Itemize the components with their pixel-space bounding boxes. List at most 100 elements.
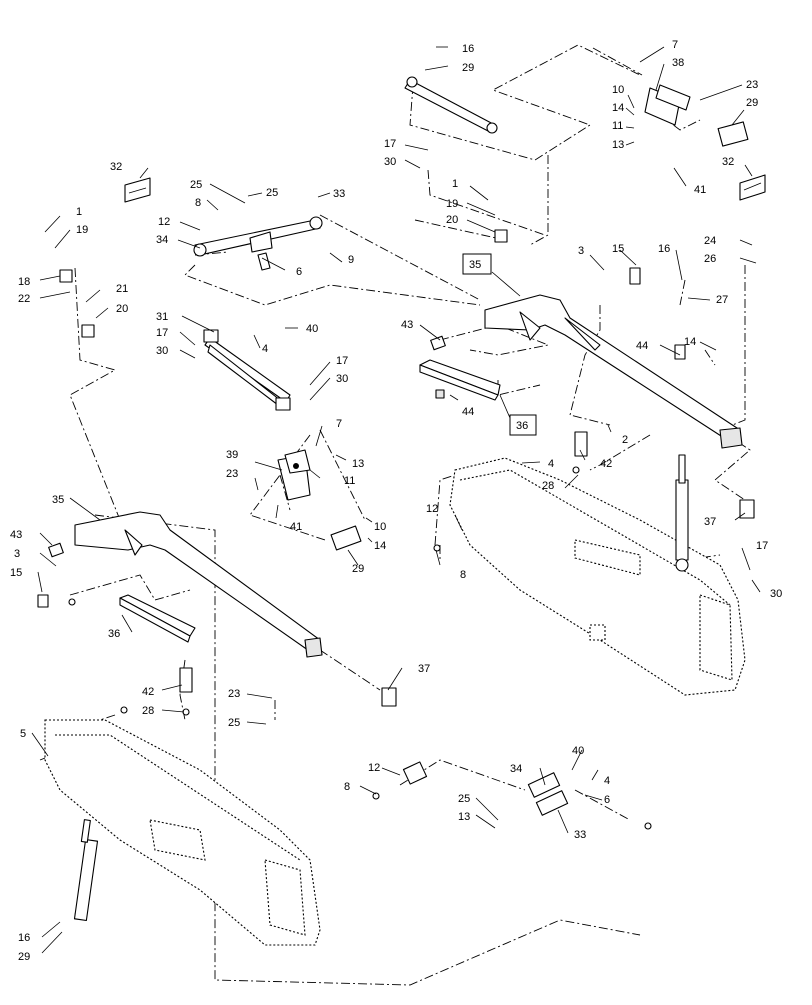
callout-label: 32 bbox=[722, 156, 734, 168]
top-rod bbox=[404, 76, 498, 134]
callout-label: 25 bbox=[458, 793, 470, 805]
callout-label: 7 bbox=[672, 39, 678, 51]
arm-left bbox=[74, 511, 323, 658]
small-parts bbox=[37, 121, 755, 830]
callout-label: 34 bbox=[156, 234, 168, 246]
callout-label: 42 bbox=[142, 686, 154, 698]
callout-label: 42 bbox=[600, 458, 612, 470]
callout-label: 31 bbox=[156, 311, 168, 323]
callout-label: 30 bbox=[770, 588, 782, 600]
callout-label: 15 bbox=[10, 567, 22, 579]
callout-label: 37 bbox=[418, 663, 430, 675]
callout-label: 13 bbox=[612, 139, 624, 151]
callout-label: 1 bbox=[452, 178, 458, 190]
callout-label: 11 bbox=[612, 120, 623, 132]
callout-label: 32 bbox=[110, 161, 122, 173]
callout-label: 27 bbox=[716, 294, 728, 306]
linkage-bar-33 bbox=[193, 216, 323, 271]
callout-label: 15 bbox=[612, 243, 624, 255]
callout-label: 29 bbox=[746, 97, 758, 109]
callout-label: 14 bbox=[374, 540, 386, 552]
callout-label: 20 bbox=[116, 303, 128, 315]
callout-label: 1 bbox=[76, 206, 82, 218]
callout-label: 39 bbox=[226, 449, 238, 461]
callout-label: 17 bbox=[384, 138, 396, 150]
callout-label: 44 bbox=[636, 340, 648, 352]
callout-label: 35 bbox=[469, 259, 481, 271]
callout-label: 12 bbox=[368, 762, 380, 774]
callout-label: 16 bbox=[658, 243, 670, 255]
rod-31 bbox=[203, 329, 291, 411]
callout-label: 20 bbox=[446, 214, 458, 226]
callout-label: 4 bbox=[548, 458, 554, 470]
callout-label: 14 bbox=[612, 102, 624, 114]
callout-label: 13 bbox=[352, 458, 364, 470]
callout-label: 10 bbox=[612, 84, 624, 96]
callout-label: 19 bbox=[76, 224, 88, 236]
callout-label: 9 bbox=[348, 254, 354, 266]
callout-label: 28 bbox=[542, 480, 554, 492]
callout-label: 37 bbox=[704, 516, 716, 528]
callout-label: 38 bbox=[672, 57, 684, 69]
callout-label: 16 bbox=[462, 43, 474, 55]
leader-lines bbox=[31, 46, 761, 954]
callout-label: 13 bbox=[458, 811, 470, 823]
callout-label: 8 bbox=[460, 569, 466, 581]
callout-label: 36 bbox=[516, 420, 528, 432]
callout-label: 25 bbox=[228, 717, 240, 729]
callout-label: 5 bbox=[20, 728, 26, 740]
callout-label: 7 bbox=[336, 418, 342, 430]
callout-label: 14 bbox=[684, 336, 696, 348]
callout-label: 30 bbox=[336, 373, 348, 385]
callout-label: 23 bbox=[746, 79, 758, 91]
callout-label: 23 bbox=[228, 688, 240, 700]
callout-label: 16 bbox=[18, 932, 30, 944]
cylinder-left bbox=[73, 819, 99, 921]
callout-label: 41 bbox=[290, 521, 302, 533]
arm-bracket-left-36 bbox=[119, 594, 196, 643]
callout-label: 44 bbox=[462, 406, 474, 418]
callout-label: 29 bbox=[18, 951, 30, 963]
callout-label: 2 bbox=[622, 434, 628, 446]
callout-label: 34 bbox=[510, 763, 522, 775]
decal-32-left bbox=[124, 177, 151, 203]
callout-label: 19 bbox=[446, 198, 458, 210]
callout-label: 12 bbox=[158, 216, 170, 228]
callout-label: 21 bbox=[116, 283, 128, 295]
callout-label: 23 bbox=[226, 468, 238, 480]
callout-label: 8 bbox=[195, 197, 201, 209]
link-39 bbox=[277, 449, 311, 501]
callout-label: 28 bbox=[142, 705, 154, 717]
callout-label: 29 bbox=[352, 563, 364, 575]
callout-label: 26 bbox=[704, 253, 716, 265]
decal-32-right bbox=[739, 174, 766, 201]
frame-left bbox=[44, 719, 321, 946]
arm-bracket-right-36 bbox=[419, 359, 501, 401]
callout-label: 10 bbox=[374, 521, 386, 533]
callout-label: 35 bbox=[52, 494, 64, 506]
callout-label: 29 bbox=[462, 62, 474, 74]
callout-label: 17 bbox=[756, 540, 768, 552]
callout-label: 43 bbox=[10, 529, 22, 541]
callout-label: 17 bbox=[156, 327, 168, 339]
callout-label: 41 bbox=[694, 184, 706, 196]
callout-label: 6 bbox=[296, 266, 302, 278]
callout-label: 6 bbox=[604, 794, 610, 806]
callout-label: 25 bbox=[266, 187, 278, 199]
boxed-callout-36 bbox=[509, 414, 537, 436]
frame-right bbox=[449, 457, 746, 696]
cylinder-right bbox=[675, 454, 689, 572]
callout-label: 33 bbox=[333, 188, 345, 200]
callout-label: 33 bbox=[574, 829, 586, 841]
callout-label: 4 bbox=[604, 775, 610, 787]
callout-label: 8 bbox=[344, 781, 350, 793]
callout-label: 40 bbox=[572, 745, 584, 757]
callout-labels: 16 29 7 38 10 23 14 29 11 13 17 30 32 41… bbox=[10, 39, 782, 963]
callout-label: 30 bbox=[156, 345, 168, 357]
callout-label: 3 bbox=[578, 245, 584, 257]
callout-label: 22 bbox=[18, 293, 30, 305]
callout-label: 3 bbox=[14, 548, 20, 560]
callout-label: 12 bbox=[426, 503, 438, 515]
